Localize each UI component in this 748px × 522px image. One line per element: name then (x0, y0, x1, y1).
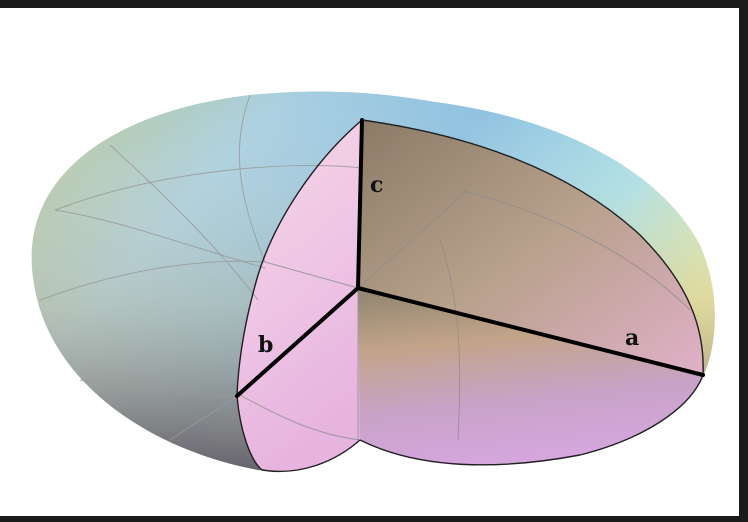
semi-axis-a (356, 286, 705, 377)
cut-face-upper-right (358, 120, 704, 375)
shell-mesh (39, 94, 363, 441)
label-b: b (258, 332, 273, 358)
window-bottom-border (0, 516, 748, 522)
semi-axes (235, 118, 705, 398)
cut-face-lower-right (358, 288, 703, 465)
ellipsoid-diagram: c b a (31, 91, 715, 473)
label-a: a (625, 325, 639, 351)
semi-axis-b (235, 286, 360, 398)
label-c: c (370, 172, 383, 198)
window-top-border (0, 0, 748, 8)
ellipsoid-outline (236, 119, 704, 473)
cut-face-front (237, 120, 362, 472)
semi-axis-c (356, 118, 364, 290)
window-right-border (739, 0, 748, 522)
cut-mesh (239, 189, 691, 441)
